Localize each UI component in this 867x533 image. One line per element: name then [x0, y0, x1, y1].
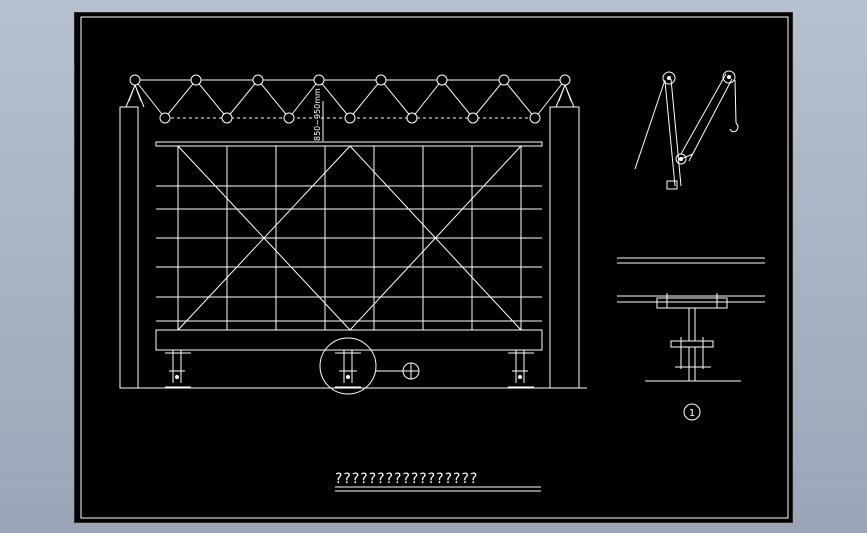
section-bearing-plate: [670, 340, 714, 348]
drawing-sheet: 850~950mm: [74, 12, 793, 523]
support-right: [508, 350, 534, 388]
crane-boom-pulley: [722, 70, 736, 84]
brace-right: [349, 145, 522, 331]
crane-pivot: [675, 153, 687, 165]
title-block: ?????????????????: [335, 471, 541, 492]
cad-drawing-canvas: 850~950mm: [80, 16, 789, 519]
truss-nodes: [129, 74, 571, 124]
crane-top-pulley: [662, 71, 676, 85]
truss-web: [134, 79, 566, 119]
detail-label: 1: [689, 408, 695, 419]
crane-hook-line: [734, 79, 737, 124]
crane-cable-left: [634, 79, 666, 170]
crane-boom: [680, 73, 727, 155]
brace-left: [177, 145, 351, 331]
section-flange: [656, 297, 728, 309]
crane-base: [666, 180, 678, 190]
dimension-label: 850~950mm: [313, 88, 322, 141]
roof-truss: 850~950mm: [129, 74, 571, 141]
detail-circle: [319, 337, 377, 395]
detail-label-circle: [683, 403, 701, 421]
section-detail: 1: [617, 257, 765, 421]
drawing-title: ?????????????????: [335, 471, 478, 487]
support-center: [335, 350, 361, 388]
sheet-border: [80, 16, 789, 519]
crane-detail: [634, 70, 739, 190]
right-column: [549, 106, 580, 389]
crane-hook: [729, 122, 739, 133]
support-left: [165, 350, 191, 388]
panel-grid: [156, 146, 542, 330]
left-column: [119, 106, 139, 389]
bottom-beam: [155, 329, 543, 351]
top-beam: [155, 141, 543, 147]
main-elevation: 850~950mm: [119, 74, 587, 395]
